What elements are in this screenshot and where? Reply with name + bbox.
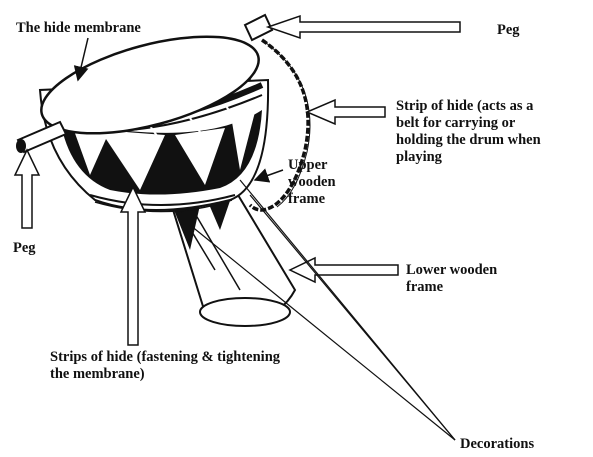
label-hide-membrane: The hide membrane — [16, 20, 141, 37]
label-decorations: Decorations — [460, 436, 534, 453]
label-strips-of-hide-fastening: Strips of hide (fastening & tightening t… — [50, 349, 280, 383]
label-lower-wooden-frame: Lower wooden frame — [406, 262, 497, 296]
label-upper-wooden-frame: Upper wooden frame — [288, 157, 336, 208]
label-strip-of-hide-belt: Strip of hide (acts as a belt for carryi… — [396, 98, 541, 166]
label-peg-left: Peg — [13, 240, 36, 257]
label-peg-top: Peg — [497, 22, 520, 39]
